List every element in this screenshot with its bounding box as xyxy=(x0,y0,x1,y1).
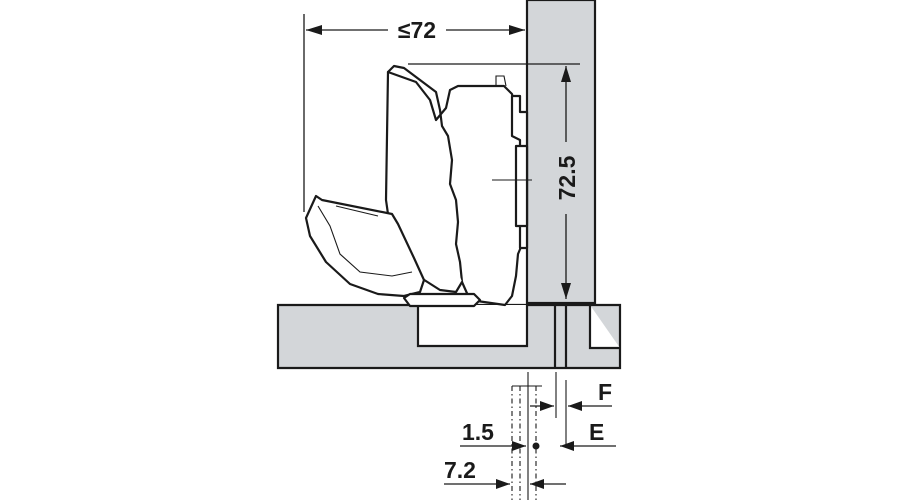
offset-a-label: 1.5 xyxy=(462,419,494,445)
hinge-cup xyxy=(402,292,482,308)
side-height-label: 72.5 xyxy=(554,155,580,200)
top-width-label: ≤72 xyxy=(398,17,436,43)
top-dim-label-bg xyxy=(388,14,446,44)
offset-b-label: 7.2 xyxy=(444,457,476,483)
center-dot xyxy=(532,442,540,450)
f-dim-arrow-left xyxy=(540,401,554,411)
top-dim-arrow-right xyxy=(509,25,525,35)
e-dim-arrow xyxy=(560,441,574,451)
f-label: F xyxy=(598,379,612,405)
hinge-lever-detail xyxy=(317,205,413,277)
panel-notch xyxy=(588,305,620,350)
cup-recess xyxy=(416,305,529,348)
top-dim-arrow-left xyxy=(306,25,322,35)
side-dim-arrow-bottom xyxy=(561,283,571,299)
side-dim-label-bg xyxy=(552,142,582,214)
f-dim-arrow-right xyxy=(568,401,582,411)
e-label: E xyxy=(589,419,604,445)
door-gap xyxy=(553,305,568,368)
hinge-arm xyxy=(386,64,526,307)
mounting-screw xyxy=(514,144,529,228)
offset-b-arrow-left xyxy=(496,479,510,489)
hinge-detail-line xyxy=(495,75,507,87)
side-dim-arrow-top xyxy=(561,66,571,82)
offset-a-arrow xyxy=(512,441,526,451)
offset-b-arrow-right xyxy=(530,479,544,489)
